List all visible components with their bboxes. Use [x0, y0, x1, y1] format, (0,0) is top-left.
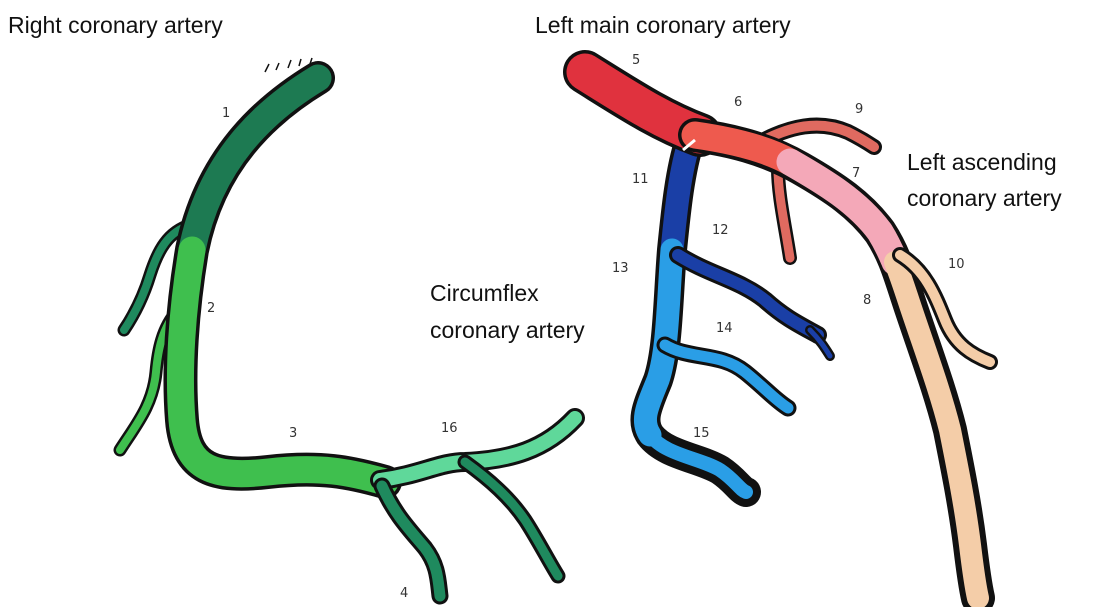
- segment-number-10: 10: [948, 257, 965, 272]
- segment-number-12: 12: [712, 223, 729, 238]
- segment-number-4: 4: [400, 586, 408, 601]
- rca-main-trunk-outline: [180, 78, 385, 482]
- segment-number-16: 16: [441, 421, 458, 436]
- segment-number-2: 2: [207, 301, 215, 316]
- segment-number-11: 11: [632, 172, 649, 187]
- segment-number-1: 1: [222, 106, 230, 121]
- artery-fill-circumflex-proximal: [678, 255, 818, 335]
- segment-number-5: 5: [632, 53, 640, 68]
- label-circumflex-line-2: coronary artery: [430, 317, 585, 343]
- label-left-main-coronary-artery: Left main coronary artery: [535, 12, 791, 38]
- label-circumflex-line-1: Circumflex: [430, 280, 539, 306]
- segment-number-7: 7: [852, 166, 860, 181]
- segment-number-6: 6: [734, 95, 742, 110]
- label-left-ascending-line-2: coronary artery: [907, 185, 1062, 211]
- label-right-coronary-artery: Right coronary artery: [8, 12, 223, 38]
- segment-number-14: 14: [716, 321, 733, 336]
- segment-number-15: 15: [693, 426, 710, 441]
- segment-number-3: 3: [289, 426, 297, 441]
- artery-fill-rca-mid: [180, 250, 385, 482]
- label-left-ascending-line-1: Left ascending: [907, 149, 1057, 175]
- segment-number-8: 8: [863, 293, 871, 308]
- segment-number-13: 13: [612, 261, 629, 276]
- segment-number-9: 9: [855, 102, 863, 117]
